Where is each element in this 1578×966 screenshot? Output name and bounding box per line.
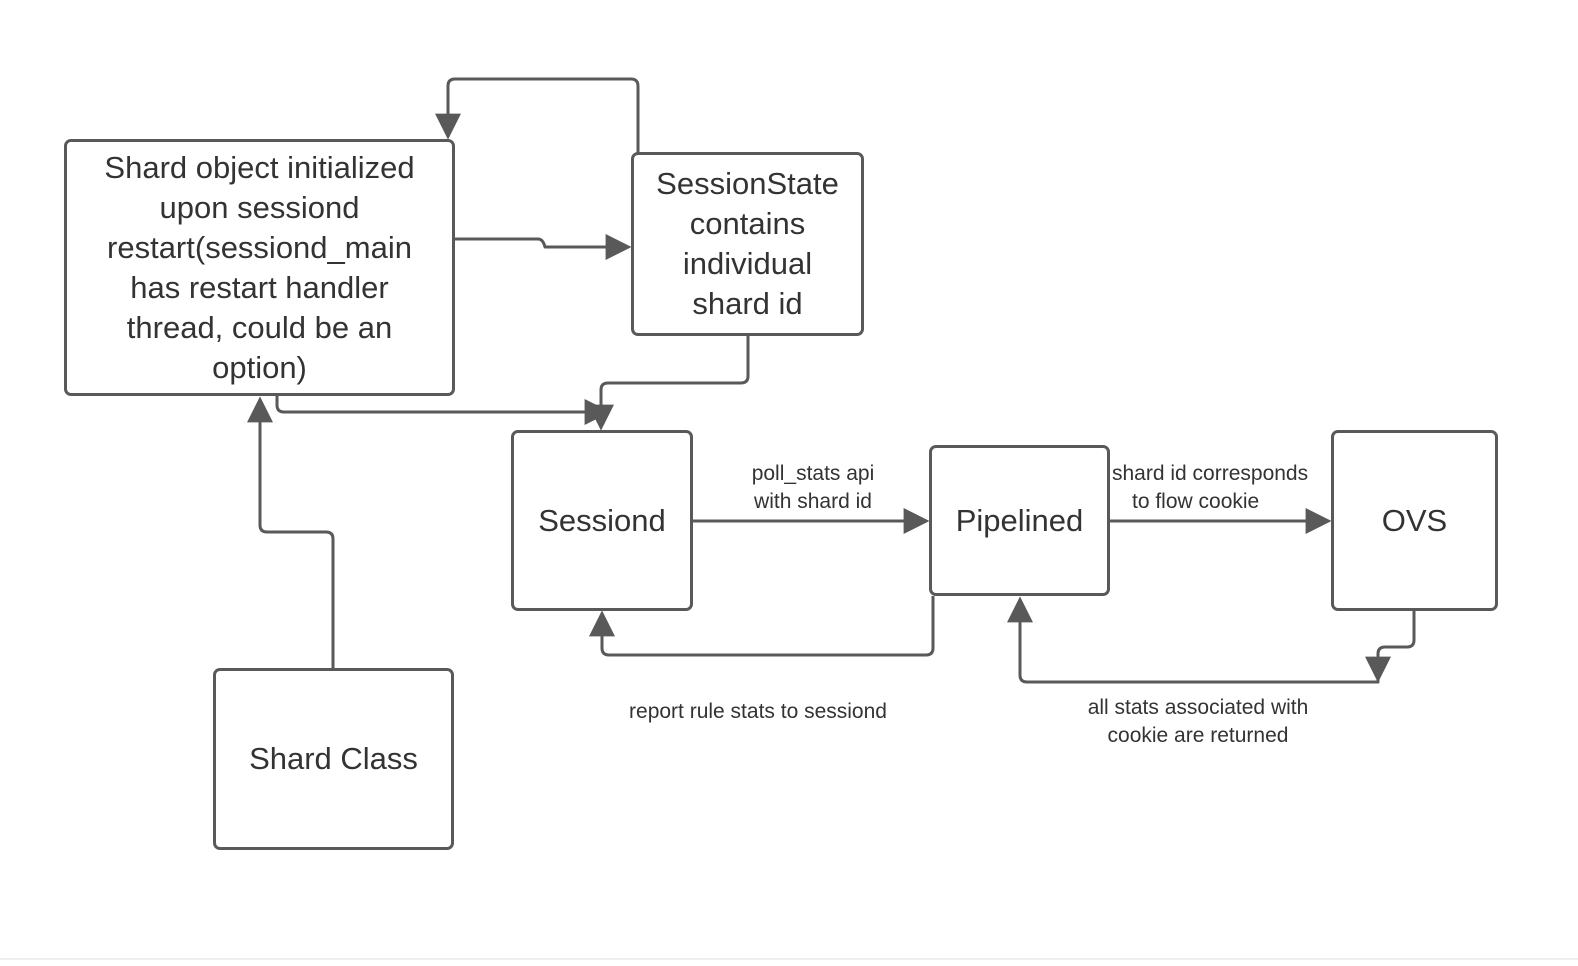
poll-stats-label-line2: with shard id xyxy=(754,490,872,513)
edge-shard-class-to-shard-object xyxy=(247,396,335,668)
ovs-label: OVS xyxy=(1381,502,1448,538)
all-stats-label-line1: all stats associated with xyxy=(1087,696,1309,719)
edge-ovs-to-pipelined xyxy=(1007,596,1416,684)
bottom-divider xyxy=(0,958,1578,960)
session-state-label: SessionState contains individual shard i… xyxy=(656,166,839,321)
shard-id-label-line2: to flow cookie xyxy=(1132,490,1260,513)
all-stats-label-line2: cookie are returned xyxy=(1107,724,1289,747)
shard-class-node[interactable]: Shard Class xyxy=(213,668,454,850)
shard-class-label: Shard Class xyxy=(249,741,418,776)
sessiond-node[interactable]: Sessiond xyxy=(511,430,693,611)
edge-sessionstate-to-sessiond xyxy=(588,336,750,431)
poll-stats-label: poll_stats api with shard id xyxy=(730,460,896,516)
edge-shard-object-to-sessiond xyxy=(275,396,611,425)
shard-object-node[interactable]: Shard object initialized upon sessiond r… xyxy=(64,139,455,396)
poll-stats-label-line1: poll_stats api xyxy=(751,462,875,485)
edge-pipelined-to-sessiond xyxy=(589,596,935,657)
pipelined-node[interactable]: Pipelined xyxy=(929,445,1110,596)
pipelined-label: Pipelined xyxy=(955,502,1084,538)
ovs-node[interactable]: OVS xyxy=(1331,430,1498,611)
edge-shard-object-to-sessionstate xyxy=(455,234,632,260)
report-rule-stats-label: report rule stats to sessiond xyxy=(629,700,887,723)
shard-id-label-line1: shard id corresponds xyxy=(1112,462,1309,485)
all-stats-label: all stats associated with cookie are ret… xyxy=(1058,694,1338,750)
sessiond-label: Sessiond xyxy=(538,502,666,538)
shard-object-label: Shard object initialized upon sessiond r… xyxy=(104,149,415,385)
shard-id-label: shard id corresponds to flow cookie xyxy=(1112,460,1308,516)
edge-sessionstate-to-shard-object xyxy=(435,77,640,153)
session-state-node[interactable]: SessionState contains individual shard i… xyxy=(631,152,864,336)
